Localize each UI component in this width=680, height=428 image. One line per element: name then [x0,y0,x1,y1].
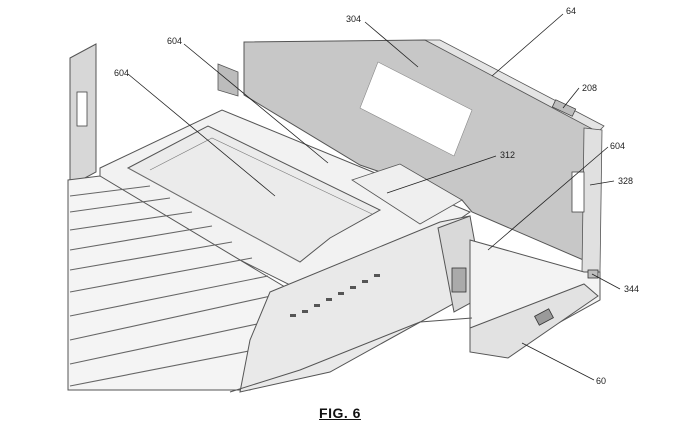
fastener-344 [587,269,599,279]
leader-312 [386,155,497,194]
label-604-a: 604 [114,68,129,78]
tray-lid-edge-2 [127,167,301,263]
figure-caption: FIG. 6 [319,405,361,421]
label-64: 64 [566,6,576,16]
hinge [451,267,467,293]
label-304: 304 [346,14,361,24]
compartment-312 [351,163,463,225]
body-edge [229,317,473,393]
leader-304 [364,21,419,68]
post-328 [581,127,603,273]
arm-60 [469,283,599,359]
label-208: 208 [582,83,597,93]
leader-604b [183,43,329,164]
left-wall-slot [76,91,88,127]
label-344: 344 [624,284,639,294]
leader-60 [521,342,595,381]
label-604-c: 604 [610,141,625,151]
leader-208 [562,87,580,109]
slot-328 [571,171,585,213]
label-60: 60 [596,376,606,386]
leader-328 [589,180,615,186]
bed-ribs [69,185,281,387]
leader-604c [487,146,609,251]
label-312: 312 [500,150,515,160]
label-328: 328 [618,176,633,186]
arm-latch [534,308,554,326]
leader-64 [491,13,564,77]
panel-window [359,61,473,157]
label-604-b: 604 [167,36,182,46]
leader-344 [591,273,621,290]
rail-marks [290,274,380,317]
leader-604a [127,73,276,197]
tray-lid-edge [149,137,373,215]
